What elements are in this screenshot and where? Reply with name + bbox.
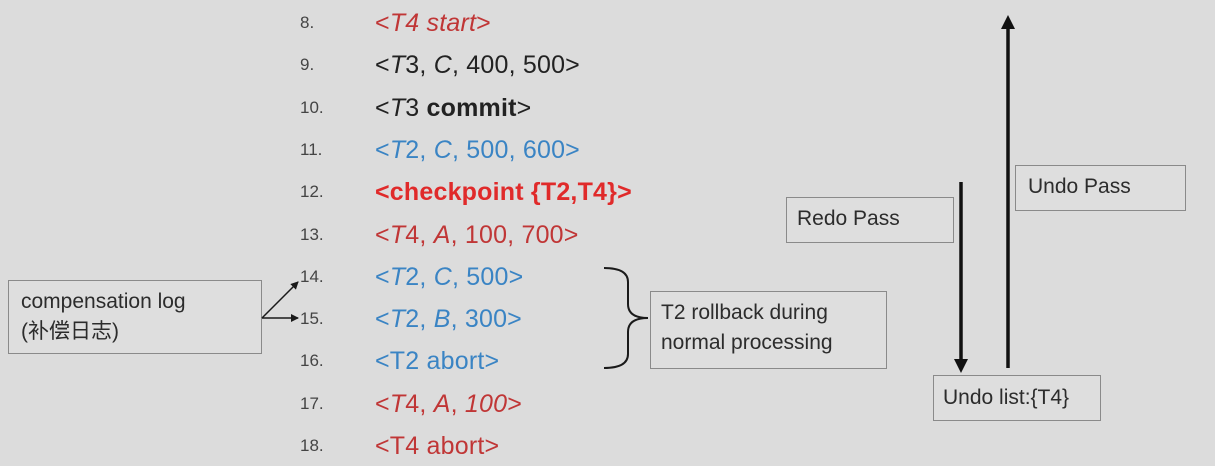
log-entry-text-part: < <box>375 9 390 37</box>
log-entry: 13. <T4, A, 100, 700> <box>0 215 720 255</box>
log-entry-text-part: 100 <box>464 389 508 418</box>
log-entry-text-part: B <box>433 305 451 334</box>
log-entry-text-part: < <box>375 51 390 80</box>
log-entry-text: <T2 abort> <box>375 341 499 381</box>
log-entry-text: <T3, C, 400, 500> <box>375 45 580 85</box>
log-entry-text-part: C <box>433 135 452 164</box>
redo-pass-label: Redo Pass <box>786 197 954 243</box>
log-entry-text: <T3 commit> <box>375 88 531 128</box>
log-entry-text: <T4 abort> <box>375 426 499 466</box>
log-entry: 11. <T2, C, 500, 600> <box>0 130 720 170</box>
log-entry-text-part: <T4 abort> <box>375 432 500 460</box>
compensation-arrows <box>261 281 299 322</box>
log-entry: 16. <T2 abort> <box>0 341 720 381</box>
log-entry-text-part: 4, <box>405 389 434 418</box>
log-entry-number: 14. <box>300 266 324 286</box>
undo-list-label: Undo list:{T4} <box>933 375 1101 421</box>
compensation-log-chinese-label: (补偿日志) <box>21 320 119 343</box>
log-entry-number: 8. <box>300 13 315 32</box>
log-entry-text-part: , 100, 700> <box>450 220 579 249</box>
log-entry: 10. <T3 commit> <box>0 88 720 128</box>
log-entry-text-part: > <box>476 9 491 37</box>
log-entry-text-part: 3, <box>405 51 434 80</box>
log-entry-text-part: <checkpoint {T2,T4}> <box>375 178 632 207</box>
log-entry-text-part: > <box>516 93 532 122</box>
log-entry-text-part: commit <box>426 93 517 122</box>
log-entry: 8. <T4 start> <box>0 3 720 43</box>
log-entry-number: 13. <box>300 224 324 244</box>
log-entry-text-part: A <box>433 220 451 249</box>
t2-rollback-callout: T2 rollback during normal processing <box>650 291 887 369</box>
log-entry-number: 10. <box>300 97 324 117</box>
log-entry-text: <checkpoint {T2,T4}> <box>375 172 632 212</box>
log-entry-text-part: T <box>389 93 406 122</box>
log-entry-text-part: , 500, 600> <box>451 135 580 164</box>
t2-rollback-line-2: normal processing <box>661 331 833 354</box>
log-entry-text-part: , 300> <box>450 305 522 334</box>
log-entry-text-part: 2, <box>405 135 434 164</box>
log-entry-text-part: < <box>375 220 390 249</box>
log-entry: 15. <T2, B, 300> <box>0 299 720 339</box>
log-entry-text-part: < <box>375 389 390 418</box>
log-entry: 17. <T4, A, 100> <box>0 384 720 424</box>
log-entry-text-part: 2, <box>405 262 434 291</box>
log-entry: 14. <T2, C, 500> <box>0 257 720 297</box>
undo-pass-label: Undo Pass <box>1015 165 1186 211</box>
log-entry-text-part: > <box>507 389 522 418</box>
log-entry-text-part: C <box>433 51 452 80</box>
log-entry-text-part: T <box>389 305 406 334</box>
log-entry-text: <T4 start> <box>375 3 491 43</box>
log-entry-text-part: T4 start <box>389 9 477 37</box>
log-entry: 12. <checkpoint {T2,T4}> <box>0 172 720 212</box>
arrow-to-entry-14 <box>261 281 299 319</box>
log-entry-number: 16. <box>300 351 324 371</box>
log-entry-text-part: , <box>450 389 465 418</box>
log-entry-text-part: T <box>389 135 406 164</box>
log-entry-number: 12. <box>300 182 324 202</box>
log-entry-number: 17. <box>300 393 324 413</box>
log-entry-number: 18. <box>300 436 324 455</box>
log-entry-text-part: 3 <box>405 93 427 122</box>
log-entry-text-part: A <box>433 389 451 418</box>
log-entry-text-part: <T2 abort> <box>375 347 500 376</box>
log-entry-text-part: < <box>375 262 390 291</box>
log-entry-text-part: < <box>375 135 390 164</box>
log-entry-number: 11. <box>300 139 323 159</box>
log-entry-text-part: T <box>389 51 406 80</box>
log-entry-text-part: 4, <box>405 220 434 249</box>
log-entry-text-part: T <box>389 262 406 291</box>
log-entry-text: <T2, C, 500, 600> <box>375 130 580 170</box>
compensation-log-label: compensation log <box>21 290 186 313</box>
compensation-log-callout: compensation log (补偿日志) <box>8 280 262 354</box>
log-entry-text-part: < <box>375 93 390 122</box>
log-entry-text-part: C <box>433 262 452 291</box>
log-entry: 9. <T3, C, 400, 500> <box>0 45 720 85</box>
log-entry-number: 9. <box>300 55 315 75</box>
t2-rollback-brace <box>603 267 649 369</box>
log-entry-text-part: 2, <box>405 305 434 334</box>
log-entry-text-part: , 400, 500> <box>451 51 580 80</box>
log-entry-text-part: T <box>389 220 406 249</box>
log-entry-text: <T2, C, 500> <box>375 257 523 297</box>
log-entry-text: <T4, A, 100, 700> <box>375 215 579 255</box>
t2-rollback-line-1: T2 rollback during <box>661 301 828 324</box>
log-entry-text-part: < <box>375 305 390 334</box>
log-entry-text-part: T <box>389 389 406 418</box>
log-entry: 18. <T4 abort> <box>0 426 720 466</box>
log-entry-text: <T4, A, 100> <box>375 384 522 424</box>
log-entry-text: <T2, B, 300> <box>375 299 522 339</box>
log-entry-text-part: , 500> <box>451 262 524 291</box>
log-entry-number: 15. <box>300 309 324 329</box>
